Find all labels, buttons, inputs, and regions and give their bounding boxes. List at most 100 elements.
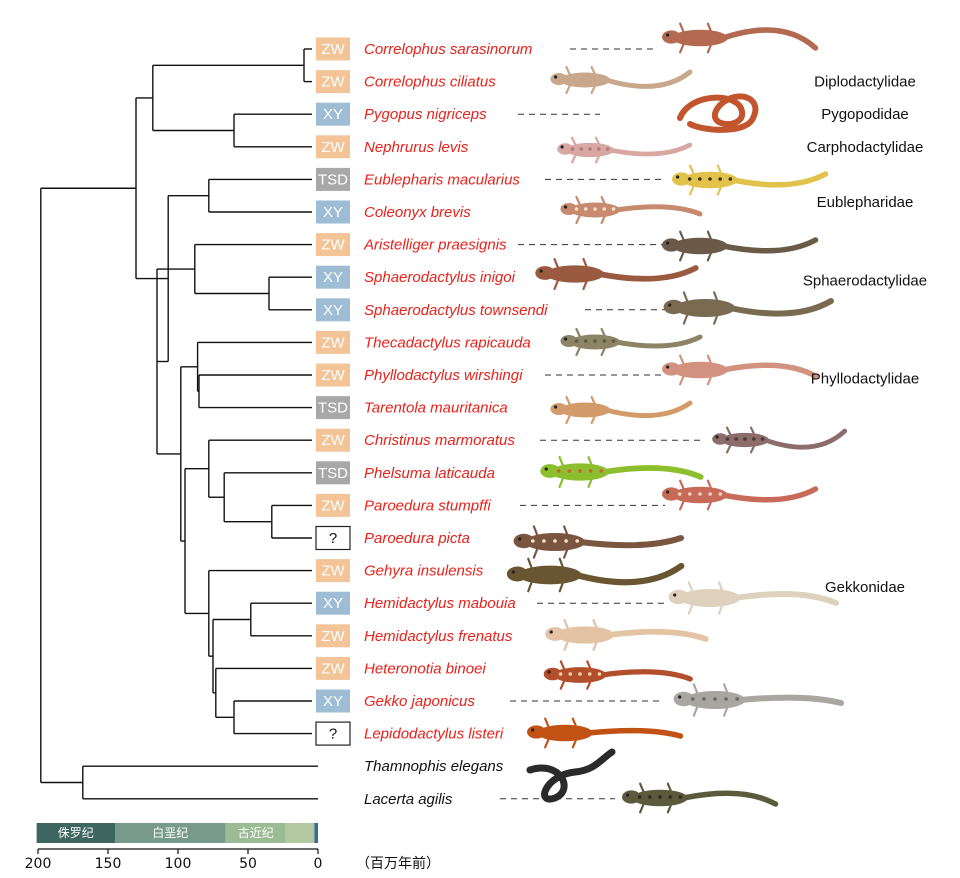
species-label-tarentola-mauritanica: Tarentola mauritanica	[364, 400, 508, 417]
sd-badge-correlophus-ciliatus: ZW	[316, 70, 350, 94]
lizard-spot	[556, 469, 561, 473]
picture-nephrurus-levis	[557, 136, 693, 164]
lizard-leg	[679, 244, 688, 262]
sd-badge-box	[316, 298, 350, 322]
lizard-eye	[560, 145, 564, 149]
sd-badge-tarentola-mauritanica: TSD	[316, 396, 350, 420]
lizard-leg	[692, 683, 701, 702]
lizard-tail	[603, 400, 693, 419]
picture-sphaerodactylus-inigoi	[535, 257, 699, 291]
sd-badge-box	[316, 363, 350, 387]
sd-badge-label: ZW	[321, 563, 345, 580]
lizard-eye	[668, 303, 672, 307]
species-label-thamnophis-elegans: Thamnophis elegans	[364, 758, 504, 775]
lizard-head	[662, 238, 681, 252]
lizard-body	[672, 237, 728, 255]
lizard-leg	[587, 470, 596, 489]
lizard-spot	[728, 177, 733, 181]
period-label: 白垩纪	[152, 825, 188, 840]
lizard-leg	[682, 291, 691, 310]
lizard-spot	[583, 207, 588, 211]
period-bar	[36, 823, 115, 843]
sd-badge-label: XY	[323, 106, 343, 123]
picture-paroedura-stumpffi	[662, 479, 819, 511]
lizard-body	[672, 361, 728, 379]
lizard-leg	[565, 395, 574, 412]
lizard-head	[550, 73, 568, 85]
lizard-spot	[735, 697, 739, 701]
species-label-heteronotia-binoei: Heteronotia binoei	[364, 660, 486, 677]
lizard-spot	[602, 339, 607, 343]
lizard-spot	[575, 539, 579, 543]
period-label: 侏罗纪	[58, 826, 94, 840]
lizard-body	[546, 265, 604, 283]
lizard-spot	[588, 469, 593, 473]
lizard-spot	[531, 539, 535, 543]
lizard-leg	[679, 230, 688, 248]
lizard-spot	[599, 469, 604, 473]
sd-badge-box	[316, 689, 350, 713]
period-label: 新近纪	[279, 805, 315, 820]
lizard-spot	[605, 147, 610, 151]
lizard-leg	[558, 455, 567, 474]
snake-body	[526, 748, 616, 803]
sd-badge-coleonyx-brevis: XY	[316, 200, 350, 224]
lizard-leg	[692, 698, 701, 717]
sd-badge-box	[316, 396, 350, 420]
lizard-spot	[542, 539, 546, 543]
lizard-tail	[762, 428, 848, 450]
species-label-christinus-marmoratus: Christinus marmoratus	[364, 432, 515, 449]
sd-badge-label: ZW	[321, 237, 345, 254]
lizard-eye	[666, 241, 670, 245]
lizard-tail	[730, 171, 829, 188]
lizard-eye	[531, 728, 535, 732]
lizard-leg	[553, 257, 562, 276]
sd-badge-sphaerodactylus-inigoi: XY	[316, 265, 350, 289]
lizard-tail	[599, 669, 693, 682]
picture-christinus-marmoratus	[712, 426, 848, 454]
period-bar	[225, 823, 286, 843]
lizard-spot	[583, 339, 588, 343]
picture-tarentola-mauritanica	[550, 395, 693, 425]
lizard-eye	[678, 695, 682, 699]
period-1: 白垩纪	[115, 823, 226, 843]
lizard-leg	[706, 22, 715, 40]
sd-badge-label: ZW	[321, 432, 345, 449]
sd-badge-box	[316, 70, 350, 94]
lizard-leg	[706, 230, 715, 248]
lizard-leg	[565, 78, 574, 95]
period-label: 第四纪	[327, 826, 363, 840]
family-label-carphodactylidae: Carphodactylidae	[807, 139, 924, 156]
lizard-eye	[715, 435, 719, 439]
lizard-spot	[578, 469, 582, 473]
lizard-leg	[749, 438, 759, 454]
lizard-leg	[706, 493, 715, 511]
lizard-leg	[582, 257, 591, 276]
sd-badge-label: TSD	[318, 400, 348, 417]
period-0: 侏罗纪	[36, 823, 115, 843]
lizard-spot	[574, 339, 579, 343]
lizard-eye	[564, 337, 568, 341]
sd-badge-paroedura-picta: ?	[315, 525, 351, 551]
lizard-leg	[570, 148, 580, 164]
lizard-spot	[677, 492, 682, 496]
sd-badge-label: ZW	[321, 74, 345, 91]
sd-badge-label: TSD	[318, 171, 348, 188]
lizard-leg	[682, 306, 691, 325]
lizard-leg	[639, 796, 648, 814]
family-label-gekkonidae: Gekkonidae	[825, 579, 905, 596]
lizard-tail	[720, 27, 819, 51]
lizard-spot	[678, 795, 683, 799]
lizard-spot	[718, 492, 723, 496]
lizard-tail	[680, 790, 779, 807]
lizard-spot	[593, 207, 597, 211]
picture-correlophus-ciliatus	[550, 65, 693, 95]
species-label-phelsuma-laticauda: Phelsuma laticauda	[364, 465, 495, 482]
lizard-spot	[668, 795, 672, 799]
lizard-spot	[567, 469, 572, 473]
lizard-leg	[527, 573, 536, 593]
species-label-paroedura-stumpffi: Paroedura stumpffi	[364, 497, 491, 514]
